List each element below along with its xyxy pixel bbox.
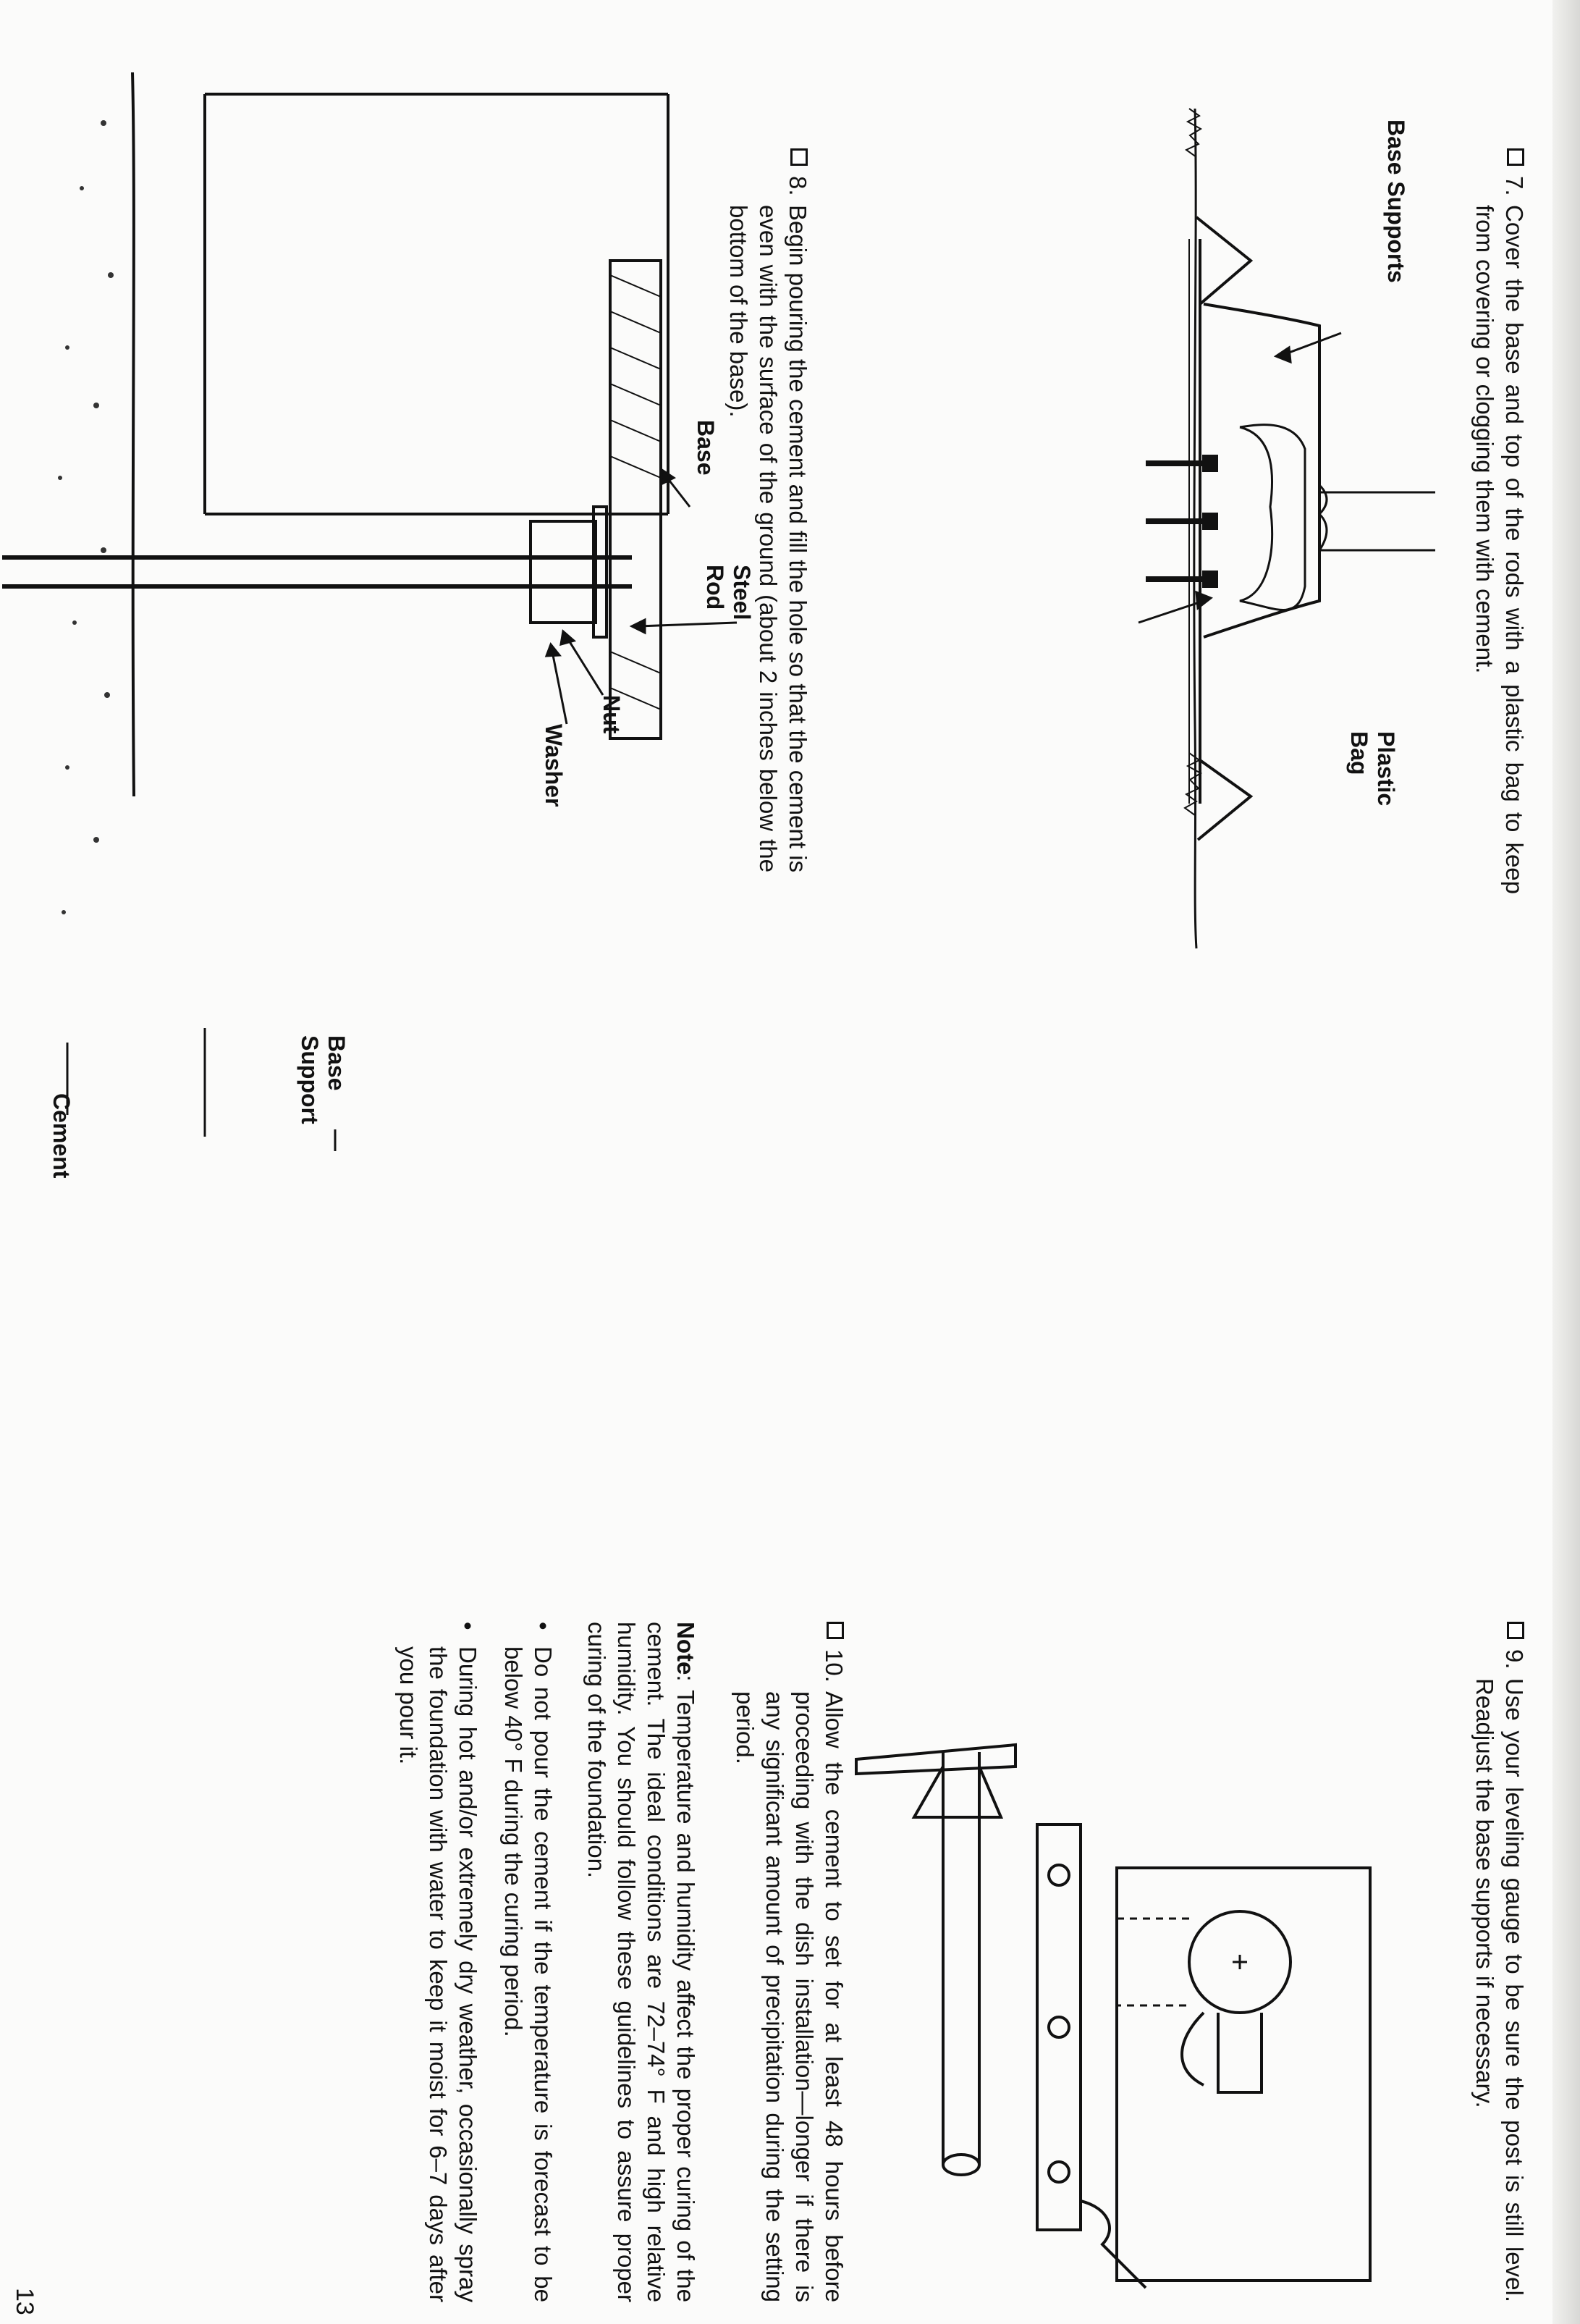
note-paragraph: Note: Temperature and humidity affect th… bbox=[582, 1622, 701, 2302]
label-base: Base bbox=[693, 420, 719, 476]
bullet-text: Do not pour the cement if the temperatur… bbox=[500, 1646, 557, 2302]
label-washer: Washer bbox=[541, 724, 567, 807]
note-label: Note bbox=[672, 1622, 699, 1675]
bullet-item: • During hot and/or extremely dry weathe… bbox=[394, 1622, 483, 2302]
bullet-text: During hot and/or extremely dry weather,… bbox=[395, 1646, 481, 2302]
step-10-number: 10. bbox=[821, 1649, 848, 1683]
step-10-checkbox[interactable] bbox=[827, 1622, 844, 1639]
step-10: 10. Allow the cement to set for at least… bbox=[730, 1622, 849, 2302]
label-base-support: Base Support bbox=[297, 1035, 350, 1124]
bullet-list: • Do not pour the cement if the temperat… bbox=[394, 1622, 574, 2302]
note-text: : Temperature and humidity affect the pr… bbox=[583, 1622, 699, 2302]
label-nut: Nut bbox=[599, 695, 625, 734]
bullet-symbol: • bbox=[455, 1622, 481, 1630]
page-number: 13 bbox=[11, 2288, 38, 2315]
bullet-item: • Do not pour the cement if the temperat… bbox=[499, 1622, 558, 2302]
cross-section-drawing bbox=[2, 72, 738, 1151]
step-10-text: Allow the cement to set for at least 48 … bbox=[732, 1691, 848, 2302]
label-cement: Cement bbox=[48, 1093, 75, 1179]
bullet-symbol: • bbox=[530, 1622, 557, 1630]
base-supports-drawing bbox=[1138, 108, 1435, 949]
leveling-drawing bbox=[855, 1743, 1372, 2289]
label-steel-rod: Steel Rod bbox=[702, 565, 755, 620]
